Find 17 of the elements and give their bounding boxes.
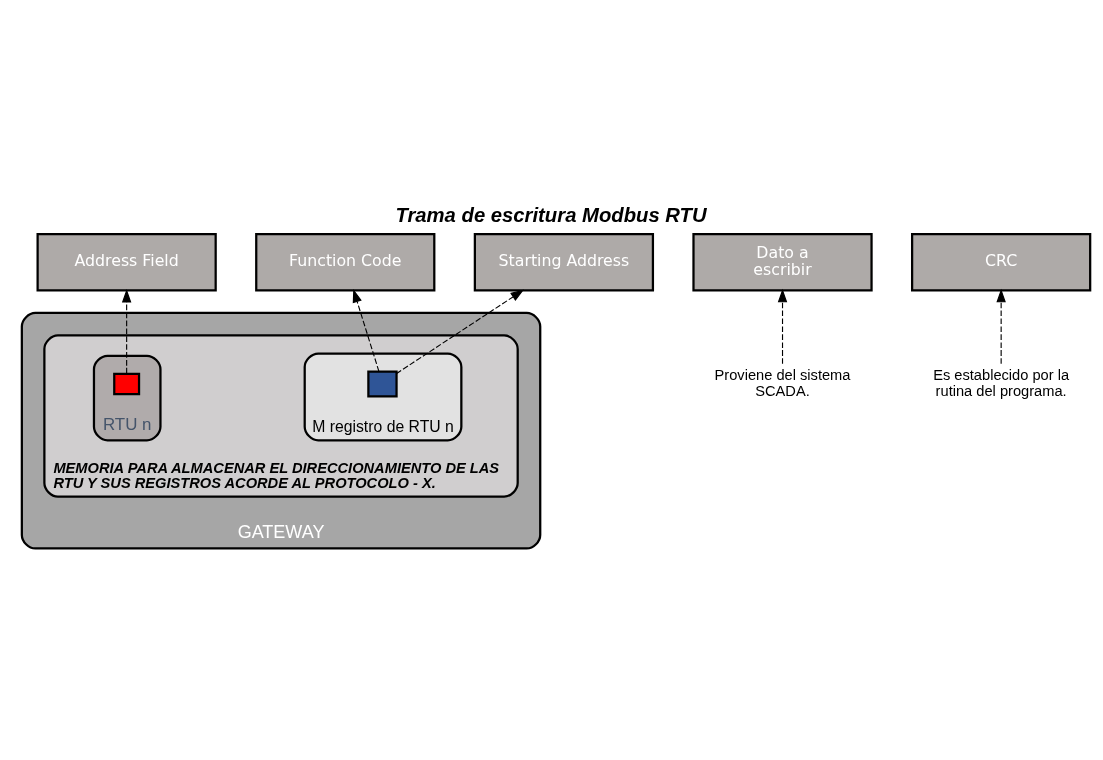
arrow: [996, 288, 1006, 365]
node-box: Dato a escribir: [692, 232, 873, 292]
arrow: [352, 288, 380, 372]
node-box: Address Field: [36, 232, 217, 292]
node-box: [367, 370, 398, 398]
node-text: Proviene del sistema SCADA.: [714, 366, 851, 399]
node-box: Function Code: [255, 232, 436, 292]
node-box: CRC: [911, 232, 1092, 292]
node-box: Starting Address: [473, 232, 655, 292]
cluster: M registro de RTU n: [303, 352, 463, 442]
arrow: [396, 289, 525, 374]
arrow: [121, 289, 132, 374]
node-text: Es establecido por la rutina del programa.: [933, 366, 1070, 399]
node-box: [113, 372, 141, 396]
cluster: RTU n: [92, 354, 162, 442]
arrow: [777, 288, 788, 365]
diagram-title: Trama de escritura Modbus RTU: [395, 204, 707, 227]
